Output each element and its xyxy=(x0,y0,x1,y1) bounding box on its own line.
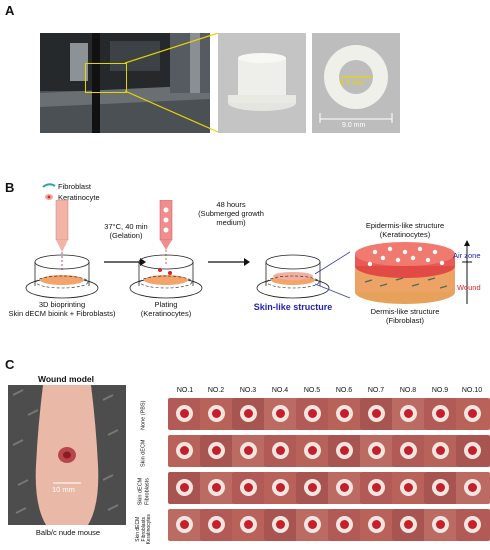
wound-photo xyxy=(264,398,298,430)
row-label-skin-decm: Skin dECM xyxy=(140,439,147,467)
bioprinter-photo xyxy=(40,33,210,133)
keratinocyte-icon xyxy=(45,194,53,200)
legend-fibroblast: Fibroblast xyxy=(58,182,91,191)
wound-photo xyxy=(296,509,330,541)
dermis-label: Dermis-like structure xyxy=(370,307,440,316)
step1-condition: 37°C, 40 min xyxy=(104,222,148,231)
panel-b-label: B xyxy=(5,180,15,195)
wound-photo xyxy=(456,435,490,467)
wound-photo xyxy=(232,398,266,430)
inner-diameter-label: 6.4 mm xyxy=(340,80,364,87)
wound-photo xyxy=(200,509,234,541)
step1-condition2: (Gelation) xyxy=(109,231,143,240)
col-header-3: NO.3 xyxy=(239,387,257,394)
wound-photo xyxy=(456,472,490,504)
wound-photo xyxy=(360,435,394,467)
col-header-7: NO.7 xyxy=(367,387,385,394)
step1-caption: 3D bioprinting xyxy=(38,300,86,309)
bioprinting-schematic xyxy=(25,200,472,304)
step2-caption2: (Keratinocytes) xyxy=(140,309,192,318)
zoom-box xyxy=(85,63,127,93)
step2-condition3: medium) xyxy=(216,218,246,227)
wound-photo xyxy=(168,472,202,504)
outer-diameter-label: 9.0 mm xyxy=(342,122,366,129)
wound-photo xyxy=(424,435,458,467)
wound-photo xyxy=(168,398,202,430)
wound-photo xyxy=(360,509,394,541)
wound-photo xyxy=(232,509,266,541)
col-header-9: NO.9 xyxy=(431,387,449,394)
wound-photo xyxy=(296,435,330,467)
wound-photo xyxy=(168,435,202,467)
wound-photo xyxy=(264,472,298,504)
wound-photo xyxy=(424,509,458,541)
fibroblast-icon xyxy=(42,183,56,188)
mouse-caption: Balb/c nude mouse xyxy=(35,528,101,537)
step2-condition2: (Submerged growth xyxy=(198,209,264,218)
wound-photo xyxy=(392,398,426,430)
wound-photo xyxy=(328,435,362,467)
col-header-1: NO.1 xyxy=(176,387,194,394)
wound-photo xyxy=(456,509,490,541)
epidermis-label2: (Keratinocytes) xyxy=(379,230,431,239)
wound-photo xyxy=(200,398,234,430)
scale-bar-label: 10 mm xyxy=(52,485,75,494)
col-header-6: NO.6 xyxy=(335,387,353,394)
panel-a-label: A xyxy=(5,3,15,18)
wound-photo xyxy=(392,509,426,541)
wound-photo xyxy=(360,398,394,430)
legend-keratinocyte: Keratinocyte xyxy=(58,193,100,202)
wound-photo xyxy=(424,472,458,504)
wound-label: Wound xyxy=(457,283,481,292)
col-header-2: NO.2 xyxy=(207,387,225,394)
panel-c-label: C xyxy=(5,357,15,372)
wound-photo xyxy=(200,435,234,467)
col-header-8: NO.8 xyxy=(399,387,417,394)
wound-photo xyxy=(232,472,266,504)
wound-photo xyxy=(328,398,362,430)
step2-caption: Plating xyxy=(154,300,178,309)
wound-photo xyxy=(264,435,298,467)
wound-photo xyxy=(360,472,394,504)
col-header-5: NO.5 xyxy=(303,387,321,394)
row-label-none: None (PBS) xyxy=(140,400,147,430)
wound-photo xyxy=(200,472,234,504)
wound-photo xyxy=(392,435,426,467)
zoom-connector xyxy=(125,33,219,133)
row-label-keratinocytes: Skin dECM Fibroblasts Keratinocytes xyxy=(134,513,152,545)
skin-like-structure-label: Skin-like structure xyxy=(253,302,333,312)
mouse-photo: 10 mm xyxy=(8,385,126,525)
wound-photo xyxy=(328,472,362,504)
air-zone-label: Air zone xyxy=(453,251,481,260)
wound-photo xyxy=(264,509,298,541)
ring-top-photo: 6.4 mm 9.0 mm xyxy=(312,33,400,133)
wound-photo xyxy=(168,509,202,541)
wound-photo xyxy=(456,398,490,430)
ring-side-photo xyxy=(218,33,306,133)
wound-photo xyxy=(328,509,362,541)
wound-photo xyxy=(296,398,330,430)
wound-model-title: Wound model xyxy=(37,374,95,384)
wound-photo xyxy=(232,435,266,467)
row-label-fibroblasts: Skin dECM Fibroblasts xyxy=(137,477,151,505)
wound-photo xyxy=(296,472,330,504)
epidermis-label: Epidermis-like structure xyxy=(365,221,445,230)
dermis-label2: (Fibroblast) xyxy=(386,316,424,325)
wound-photo xyxy=(424,398,458,430)
col-header-4: NO.4 xyxy=(271,387,289,394)
col-header-10: NO.10 xyxy=(461,387,483,394)
step2-condition: 48 hours xyxy=(216,200,246,209)
step1-caption2: Skin dECM bioink + Fibroblasts) xyxy=(8,309,116,318)
wound-photo xyxy=(392,472,426,504)
